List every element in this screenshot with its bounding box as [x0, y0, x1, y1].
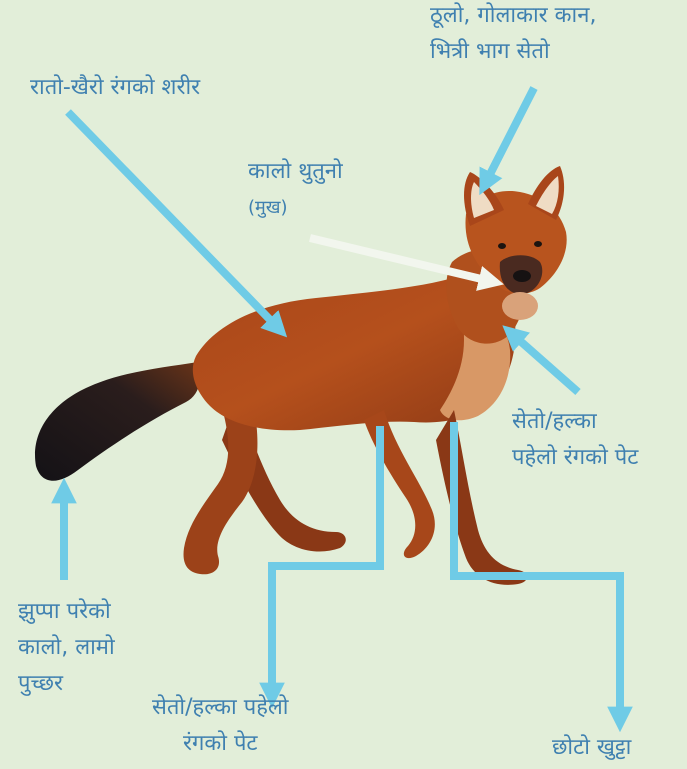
- dhole-front-leg-near: [364, 410, 435, 558]
- dhole-throat: [502, 292, 538, 320]
- label-ears-line-2: भित्री भाग सेतो: [430, 34, 596, 70]
- label-tail-line-2: कालो, लामो: [18, 630, 115, 666]
- arrow-ears: [484, 88, 534, 186]
- label-tail-line-1: झुप्पा परेको: [18, 594, 115, 630]
- label-belly: सेतो/हल्का पहेलो रंगको पेट: [152, 690, 289, 762]
- dhole-figure: [35, 166, 567, 585]
- label-belly-line-1: सेतो/हल्का पहेलो: [152, 690, 289, 726]
- label-chest-line-2: पहेलो रंगको पेट: [512, 440, 638, 476]
- label-chest-line-1: सेतो/हल्का: [512, 404, 638, 440]
- dhole-tail: [35, 362, 200, 481]
- dhole-eye-right: [534, 241, 542, 247]
- arrow-belly: [272, 426, 380, 698]
- label-legs: छोटो खुट्टा: [552, 730, 631, 766]
- label-ears-line-1: ठूलो, गोलाकार कान,: [430, 0, 596, 34]
- label-legs-line-1: छोटो खुट्टा: [552, 730, 631, 766]
- label-tail-line-3: पुच्छर: [18, 666, 115, 702]
- arrow-chest: [510, 332, 578, 392]
- dhole-eye-left: [498, 243, 506, 249]
- label-belly-line-2: रंगको पेट: [152, 726, 289, 762]
- label-tail: झुप्पा परेको कालो, लामो पुच्छर: [18, 594, 115, 702]
- label-chest: सेतो/हल्का पहेलो रंगको पेट: [512, 404, 638, 476]
- dhole-nose: [513, 270, 531, 282]
- label-ears: ठूलो, गोलाकार कान, भित्री भाग सेतो: [430, 0, 596, 70]
- label-muzzle-line-1: कालो थुतुनो: [248, 154, 343, 190]
- label-body: रातो-खैरो रंगको शरीर: [30, 70, 200, 106]
- label-body-line-1: रातो-खैरो रंगको शरीर: [30, 70, 200, 106]
- label-muzzle: कालो थुतुनो (मुख): [248, 154, 343, 226]
- label-muzzle-line-2: (मुख): [248, 190, 343, 226]
